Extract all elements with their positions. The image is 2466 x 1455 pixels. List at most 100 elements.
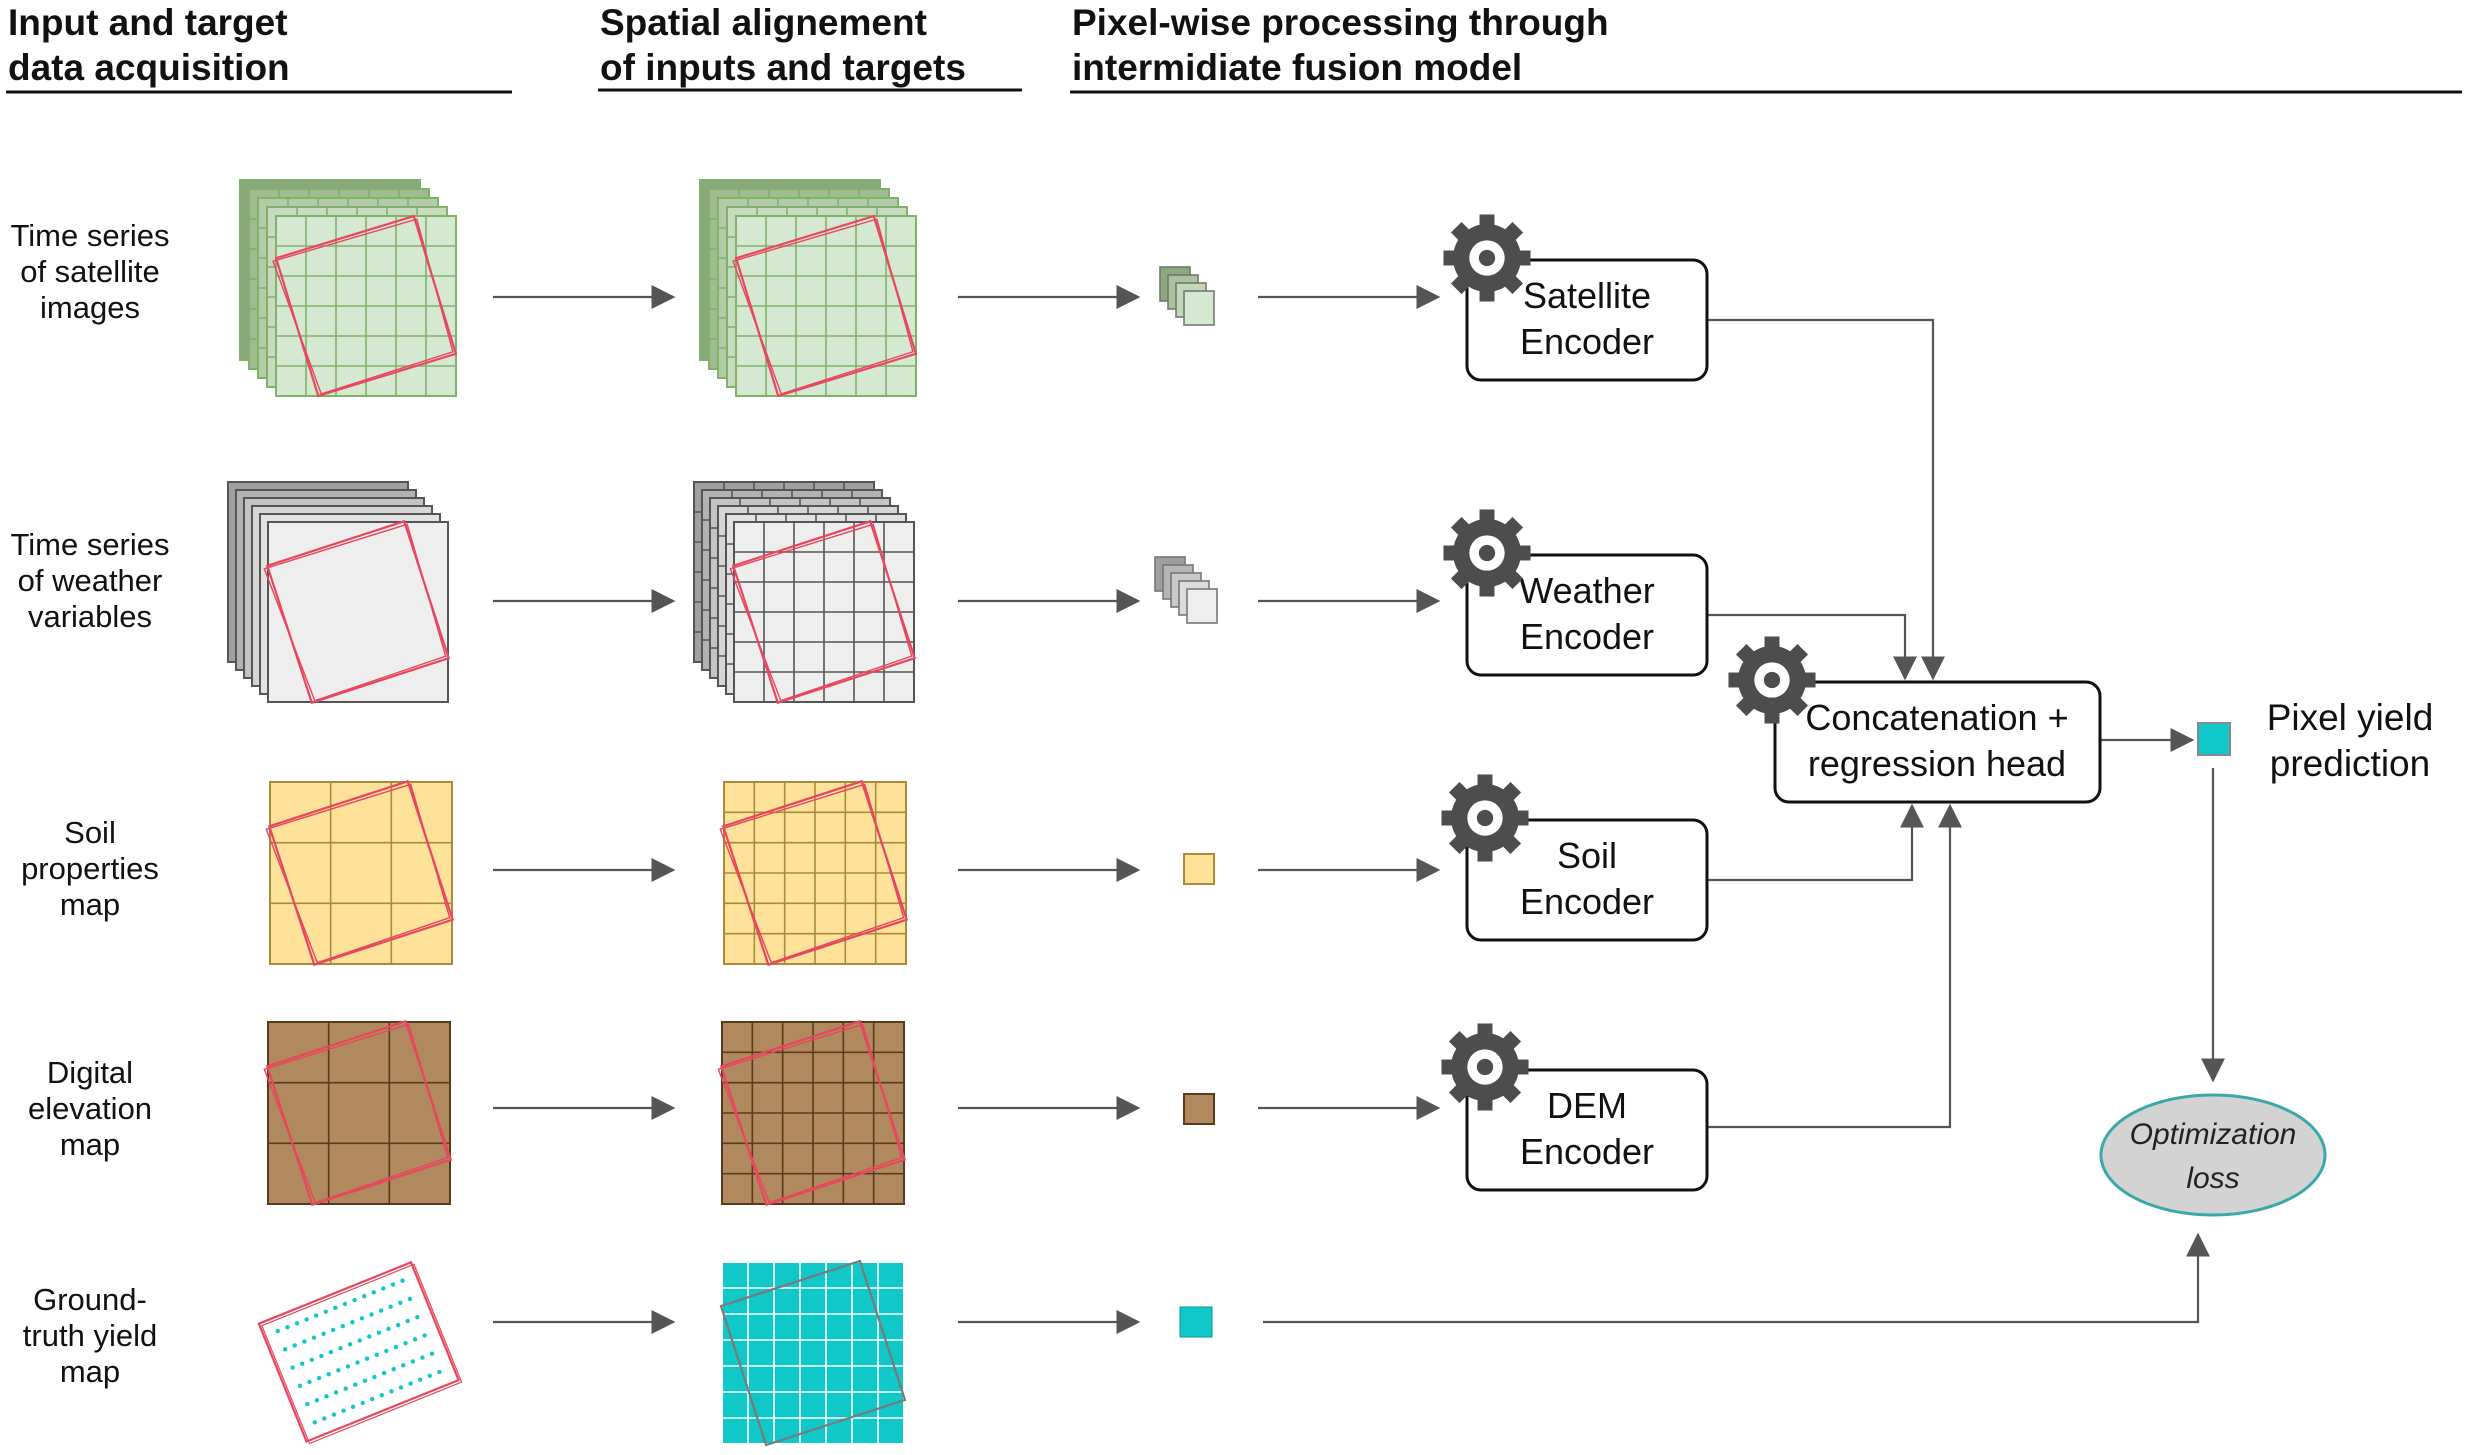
weather-encoder-line2: Encoder	[1520, 616, 1654, 657]
row-label-yield-line1: Ground-	[33, 1282, 147, 1317]
dem-pixel	[1183, 1093, 1215, 1125]
yield-sample-point	[374, 1352, 379, 1358]
yield-sample-point	[297, 1383, 303, 1389]
yield-sample-point	[357, 1338, 362, 1343]
soil-raw-map-tile	[269, 781, 453, 965]
yield-sample-point	[429, 1351, 435, 1356]
yield-sample-point	[304, 1317, 309, 1322]
row-label-yield-line3: map	[60, 1354, 120, 1389]
flow-arrows	[493, 285, 2225, 1334]
row-label-soil-line1: Soil	[64, 815, 116, 850]
yield-aligned-outline	[719, 1259, 907, 1447]
yield-sample-point	[376, 1330, 382, 1335]
yield-sample-point	[393, 1344, 399, 1350]
yield-sample-point	[316, 1375, 322, 1381]
yield-sample-point	[372, 1374, 377, 1380]
fusion-gear-icon	[1728, 636, 1816, 724]
weather-raw-stack-layer-field-outline	[265, 519, 451, 705]
yield-sample-point	[388, 1304, 393, 1309]
row-label-weather: Time series of weather variables	[10, 527, 169, 634]
loss-label-line1: Optimization	[2130, 1118, 2297, 1151]
yield-sample-point	[324, 1394, 329, 1399]
satellite-gear-icon	[1443, 214, 1531, 302]
yield-sample-point	[412, 1337, 418, 1342]
soil-encoder-line2: Encoder	[1520, 881, 1654, 922]
fusion-head-line1: Concatenation +	[1805, 697, 2068, 738]
yield-sample-point	[283, 1347, 288, 1352]
satellite-encoder-box	[1465, 258, 1709, 382]
yield-sample-point	[379, 1393, 384, 1398]
prediction-label-line1: Pixel yield	[2267, 697, 2434, 738]
header-alignment-line1: Spatial alignement	[600, 2, 927, 43]
yield-sample-point	[381, 1286, 386, 1291]
row-label-satellite-line2: of satellite	[20, 254, 160, 289]
arrow-dem-to-head	[1707, 803, 1962, 1129]
prediction-pixel	[2197, 722, 2231, 756]
row-label-weather-line3: variables	[28, 599, 152, 634]
fusion-gear-icon-hub	[1763, 671, 1781, 689]
weather-pixel-stack-pixel	[1186, 588, 1218, 624]
yield-sample-point	[343, 1386, 348, 1391]
yield-sample-point	[331, 1412, 337, 1417]
dem-raw-map-field-outline	[265, 1019, 453, 1207]
row-label-soil-line3: map	[60, 887, 120, 922]
satellite-pixel-stack	[1159, 266, 1215, 326]
yield-sample-point	[307, 1379, 312, 1385]
yield-sample-point	[333, 1305, 338, 1311]
yield-sample-point	[326, 1372, 331, 1377]
weather-aligned-stack-layer	[729, 519, 917, 705]
satellite-encoder-line1: Satellite	[1523, 275, 1651, 316]
header-alignment-line2: of inputs and targets	[600, 47, 966, 88]
weather-raw-stack-layer-field-outline-2	[263, 523, 447, 702]
weather-aligned-stack-layer-field-outline	[731, 519, 917, 705]
yield-sample-point	[321, 1331, 326, 1337]
yield-sample-point	[360, 1400, 365, 1406]
loss-label-line2: loss	[2186, 1162, 2239, 1195]
yield-sample-point	[415, 1315, 420, 1320]
yield-sample-point	[275, 1328, 280, 1334]
soil-raw-map	[265, 779, 455, 967]
weather-aligned-stack-layer-field-outline-2	[729, 523, 913, 702]
yield-pixel	[1179, 1306, 1213, 1338]
yield-sample-point	[422, 1333, 427, 1338]
arrow-soil-to-head	[1707, 803, 1924, 882]
yield-sample-point	[405, 1318, 410, 1324]
yield-sample-point	[403, 1341, 408, 1346]
weather-aligned-stack	[693, 481, 917, 705]
yield-sample-point	[362, 1378, 368, 1384]
satellite-encoder: Satellite Encoder	[1465, 258, 1709, 382]
row-label-weather-line2: of weather	[18, 563, 163, 598]
soil-aligned-map-field-outline-2	[719, 783, 905, 964]
satellite-encoder-line2: Encoder	[1520, 321, 1654, 362]
yield-sample-point	[305, 1401, 310, 1407]
yield-sample-point	[314, 1398, 320, 1403]
header-alignment: Spatial alignement of inputs and targets	[598, 2, 1022, 92]
yield-sample-point	[338, 1346, 343, 1351]
yield-field-outline	[257, 1260, 461, 1443]
row-label-satellite-line1: Time series	[10, 218, 169, 253]
loss-ellipse	[2099, 1093, 2327, 1217]
yield-sample-point	[319, 1353, 324, 1359]
satellite-aligned-stack-layer	[732, 214, 918, 398]
yield-sample-point	[362, 1294, 367, 1299]
yield-sample-point	[350, 1404, 356, 1410]
yield-sample-point	[290, 1365, 295, 1370]
yield-sample-point	[328, 1349, 334, 1355]
soil-raw-map-field-outline-2	[265, 783, 451, 964]
dem-encoder-line1: DEM	[1547, 1085, 1627, 1126]
optimization-loss: Optimization loss	[2099, 1093, 2327, 1217]
dem-aligned-map-field-outline-2	[717, 1023, 903, 1204]
yield-sample-point	[389, 1389, 394, 1394]
yield-sample-point	[341, 1408, 346, 1413]
yield-sample-point	[381, 1370, 387, 1376]
yield-sample-point	[309, 1357, 314, 1363]
weather-encoder: Weather Encoder	[1465, 553, 1709, 677]
satellite-raw-stack-layer-field-outline-2	[272, 218, 454, 395]
yield-raw-map	[257, 1260, 463, 1445]
fusion-head: Concatenation + regression head	[1773, 680, 2102, 804]
soil-gear-icon	[1441, 774, 1529, 862]
soil-raw-map-field-outline	[267, 779, 455, 967]
weather-encoder-box	[1465, 553, 1709, 677]
arrow-yield-to-loss	[1263, 1232, 2210, 1324]
